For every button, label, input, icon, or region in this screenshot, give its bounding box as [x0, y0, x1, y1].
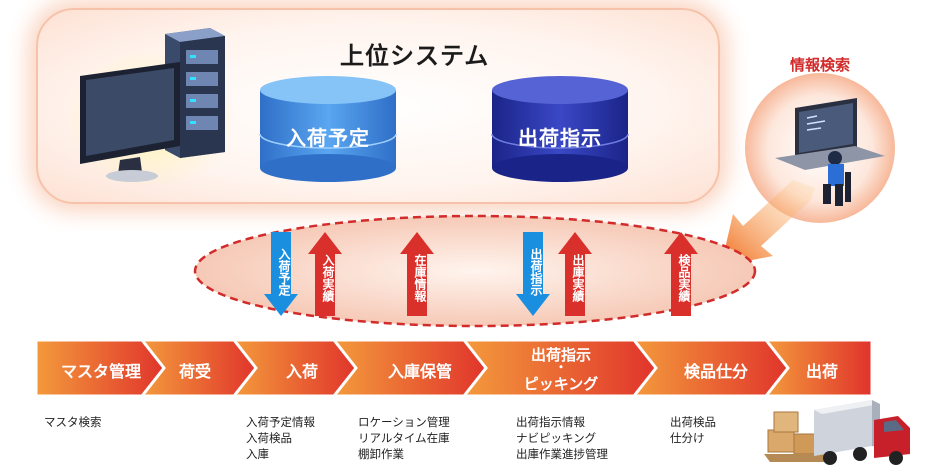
shipping-instruction-database-label: 出荷指示	[518, 126, 602, 150]
list-item: マスタ検索	[44, 415, 102, 429]
step-receiving-label: 荷受	[178, 362, 211, 381]
flow-tag-inspection-result: 検品実績	[677, 254, 691, 302]
step-picking-label-1: 出荷指示	[530, 346, 591, 364]
step-picking-label-3: ピッキング	[523, 375, 599, 393]
flow-tag-inbound-result: 入荷実績	[321, 254, 335, 302]
flow-tag-inbound-plan: 入荷予定	[277, 248, 291, 296]
detail-list-picking: 出荷指示情報 ナビピッキング 出庫作業進捗管理	[516, 414, 608, 462]
flow-tag-shipping-instruction: 出荷指示	[529, 248, 543, 296]
truck-icon	[764, 400, 910, 465]
detail-list-inbound: 入荷予定情報 入荷検品 入庫	[246, 414, 315, 462]
list-item: 出荷指示情報	[516, 415, 585, 429]
step-inbound-label: 入荷	[285, 362, 318, 381]
inbound-plan-down-arrow	[264, 232, 298, 316]
detail-list-master: マスタ検索	[44, 414, 102, 430]
server-monitor-icon	[65, 28, 235, 184]
stock-info-up-arrow	[400, 232, 434, 316]
list-item: 出庫作業進捗管理	[516, 447, 608, 461]
step-storage-label: 入庫保管	[387, 362, 452, 381]
step-inspection-label: 検品仕分	[683, 362, 748, 381]
step-master-label: マスタ管理	[60, 362, 141, 381]
inspection-result-up-arrow	[664, 232, 698, 316]
inbound-plan-database-label: 入荷予定	[286, 126, 370, 150]
info-search-circle	[745, 73, 895, 223]
info-search-arrow	[721, 180, 815, 266]
detail-list-inspection: 出荷検品 仕分け	[670, 414, 716, 446]
process-chevron-bar	[36, 338, 874, 398]
outbound-result-up-arrow	[558, 232, 592, 316]
shipping-instruction-down-arrow	[516, 232, 550, 316]
inbound-result-up-arrow	[308, 232, 342, 316]
list-item: 入荷検品	[246, 431, 292, 445]
list-item: 出荷検品	[670, 415, 716, 429]
list-item: 棚卸作業	[358, 447, 404, 461]
list-item: ナビピッキング	[516, 431, 597, 445]
detail-list-storage: ロケーション管理 リアルタイム在庫 棚卸作業	[358, 414, 450, 462]
flow-tag-outbound-result: 出庫実績	[571, 254, 585, 302]
upper-system-title: 上位システム	[340, 42, 490, 70]
inbound-plan-database-icon	[259, 76, 397, 182]
list-item: ロケーション管理	[358, 415, 450, 429]
list-item: リアルタイム在庫	[358, 431, 450, 445]
shipping-instruction-database-icon	[491, 76, 629, 182]
chevron-shipping	[762, 338, 874, 398]
info-search-label: 情報検索	[789, 56, 850, 74]
step-picking-label-2: ・	[554, 360, 567, 374]
step-shipping-label: 出荷	[805, 362, 838, 381]
list-item: 入庫	[246, 447, 269, 461]
flow-tag-stock-info: 在庫情報	[413, 254, 427, 302]
list-item: 仕分け	[670, 431, 705, 445]
list-item: 入荷予定情報	[246, 415, 315, 429]
